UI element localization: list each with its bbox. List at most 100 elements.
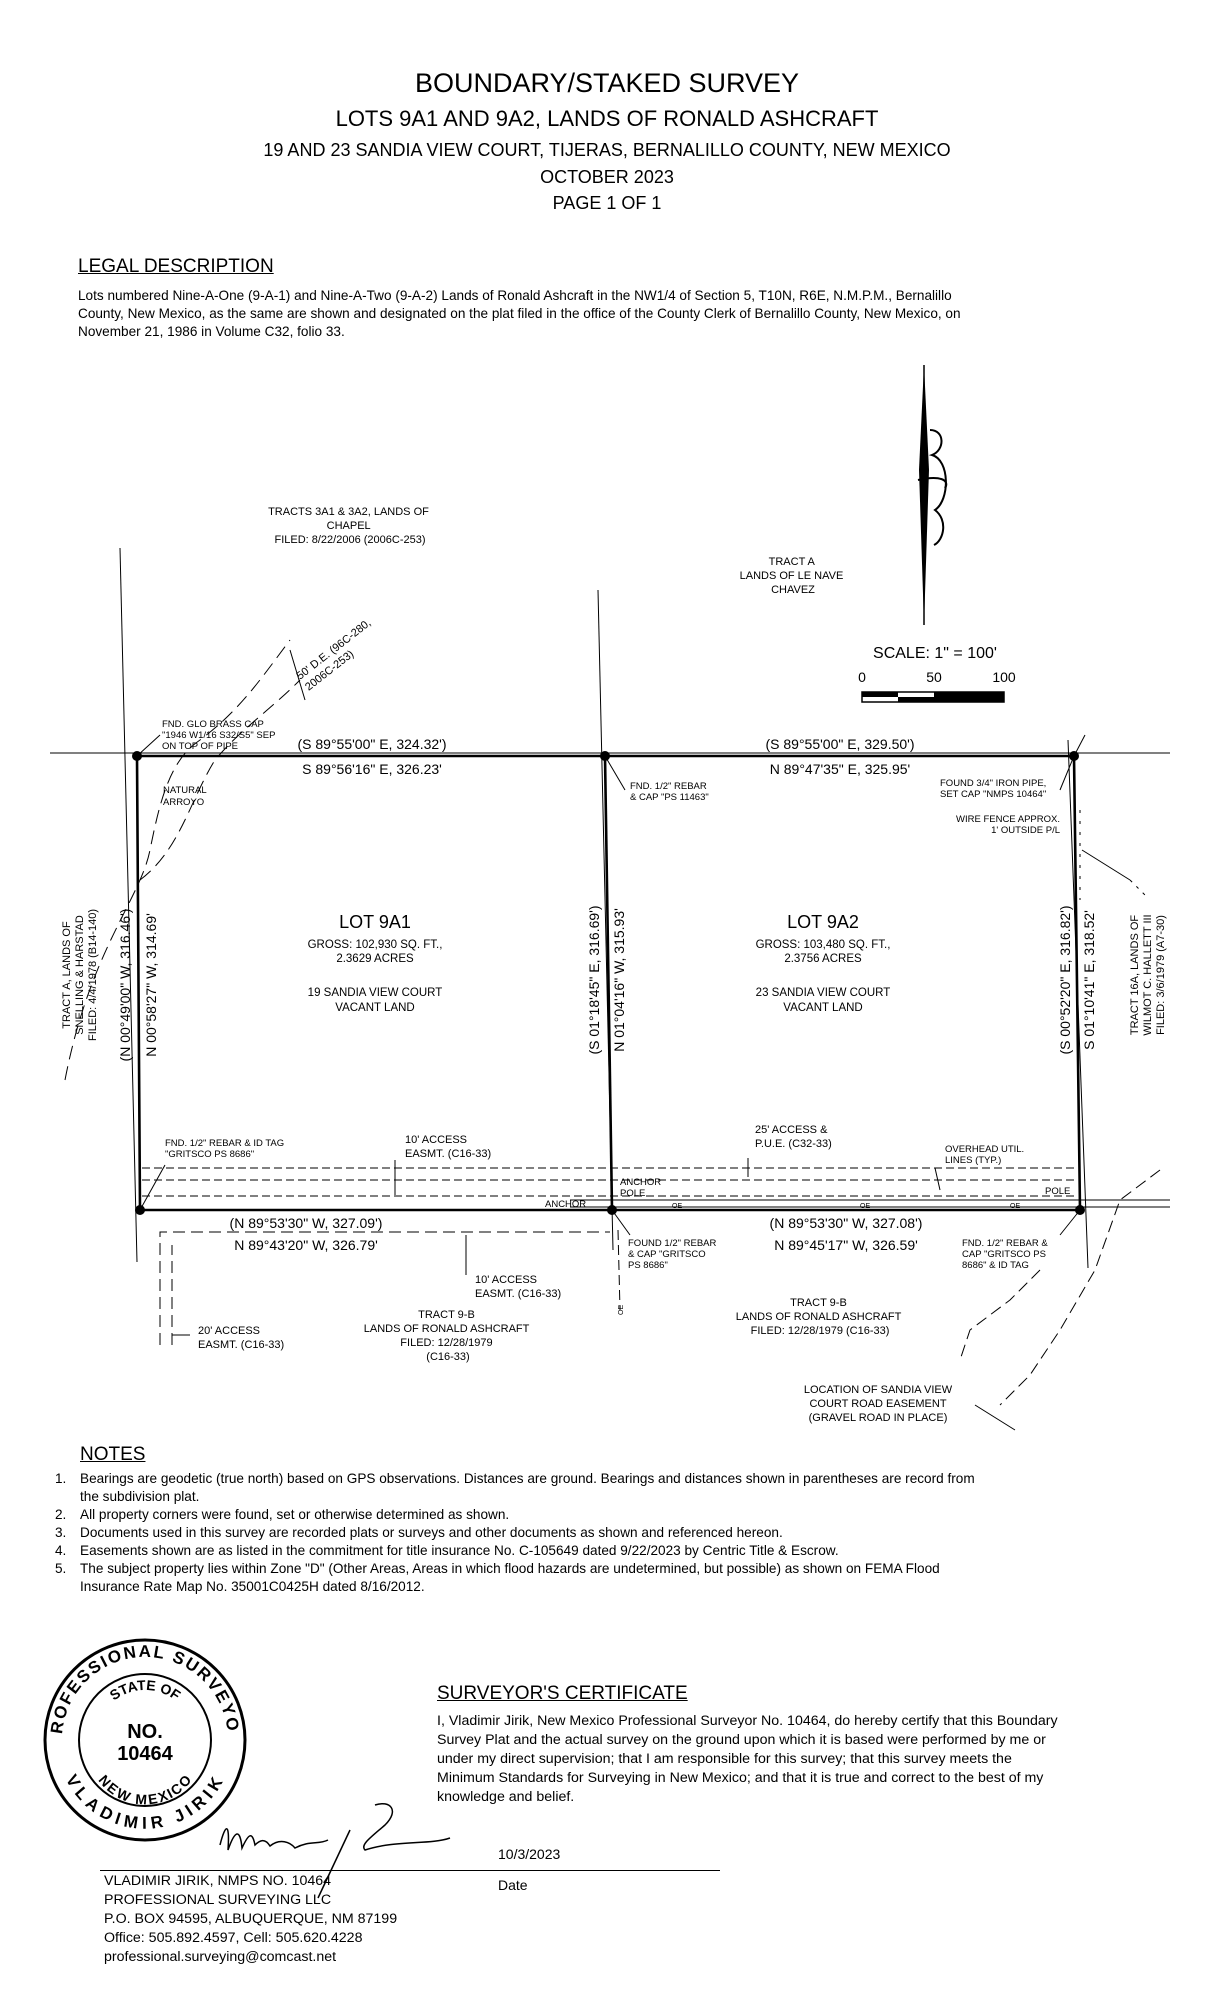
callout-wire-fence: WIRE FENCE APPROX.1' OUTSIDE P/L [956,814,1060,836]
svg-text:2.3629 ACRES: 2.3629 ACRES [336,953,414,965]
bearing-east: S 01°10'41" E, 318.52' [1081,910,1097,1050]
corner-markers [132,751,1085,1215]
scale-tick-50: 50 [926,669,942,685]
callout-overhead: OVERHEAD UTIL.LINES (TYP.) [945,1144,1024,1166]
corner-se [1075,1205,1085,1215]
scale-label: SCALE: 1" = 100' [873,645,997,662]
bearing-south-w-record: (N 89°53'30" W, 327.09') [230,1215,383,1231]
svg-text:LOT 9A2: LOT 9A2 [787,912,859,932]
callout-sw-corner: FND. 1/2" REBAR & ID TAG"GRITSCO PS 8686… [165,1138,284,1160]
legal-line: Lots numbered Nine-A-One (9-A-1) and Nin… [78,288,952,303]
note-item: 5.The subject property lies within Zone … [55,1561,940,1594]
adjoiner-south-right: TRACT 9-B LANDS OF RONALD ASHCRAFT FILED… [736,1297,905,1337]
lot-9a1: LOT 9A1 GROSS: 102,930 SQ. FT., 2.3629 A… [308,912,443,1014]
callout-pole: POLE [1045,1186,1070,1197]
note-item: 4.Easements shown are as listed in the c… [55,1543,839,1558]
north-arrow [917,365,948,625]
note-item: 2.All property corners were found, set o… [55,1507,510,1522]
survey-plat: SCALE: 1" = 100' 0 50 100 TRACTS 3A1 & 3… [50,365,1170,1431]
svg-text:GROSS: 102,930 SQ. FT.,: GROSS: 102,930 SQ. FT., [308,939,443,951]
callout-oe-2: OE [860,1203,870,1210]
svg-text:TRACT 16A, LANDS OFWILMOT C. H: TRACT 16A, LANDS OFWILMOT C. HALLETT III… [1129,914,1167,1035]
bearing-mid: N 01°04'16" W, 315.93' [611,908,627,1052]
callout-oe-1: OE [672,1203,682,1210]
svg-text:2.3756 ACRES: 2.3756 ACRES [784,953,862,965]
adjoiner-labels: TRACTS 3A1 & 3A2, LANDS OF CHAPEL FILED:… [61,506,1167,1363]
contact-email: professional.surveying@comcast.net [104,1949,337,1965]
survey-subtitle: LOTS 9A1 AND 9A2, LANDS OF RONALD ASHCRA… [335,106,879,131]
adjoiner-north-right: TRACT A LANDS OF LE NAVE CHAVEZ [740,556,847,596]
notes-heading: NOTES [80,1444,146,1465]
corner-nw [132,751,142,761]
legal-line: County, New Mexico, as the same are show… [78,306,961,321]
legal-line: November 21, 1986 in Volume C32, folio 3… [78,324,345,339]
signature-image [219,1803,451,1899]
callout-n-mid: FND. 1/2" REBAR& CAP "PS 11463" [630,781,709,803]
date-label: Date [498,1877,528,1893]
legal-description: Lots numbered Nine-A-One (9-A-1) and Nin… [78,287,1188,341]
bearing-north-w: S 89°56'16" E, 326.23' [302,761,442,777]
svg-text:VACANT LAND: VACANT LAND [783,1002,862,1014]
survey-location: 19 AND 23 SANDIA VIEW COURT, TIJERAS, BE… [263,140,951,160]
bearing-north-e: N 89°47'35" E, 325.95' [770,761,910,777]
survey-title: BOUNDARY/STAKED SURVEY [414,68,800,98]
callout-ne-corner: FOUND 3/4" IRON PIPE,SET CAP "NMPS 10464… [940,778,1046,800]
lot-9a2: LOT 9A2 GROSS: 103,480 SQ. FT., 2.3756 A… [756,912,891,1014]
callout-oe-3: OE [1010,1203,1020,1210]
page-number: PAGE 1 OF 1 [552,193,662,213]
bearing-west-record: (N 00°49'00" W, 316.46') [117,909,133,1062]
seal-no: NO. [127,1721,163,1743]
bearing-south-e-record: (N 89°53'30" W, 327.08') [770,1215,923,1231]
certificate-text: I, Vladimir Jirik, New Mexico Profession… [437,1713,1058,1805]
svg-text:23 SANDIA VIEW COURT: 23 SANDIA VIEW COURT [756,987,891,999]
note-item: 3.Documents used in this survey are reco… [55,1525,783,1540]
bearing-labels: (S 89°55'00" E, 324.32') S 89°56'16" E, … [117,736,1097,1253]
scale-tick-100: 100 [992,669,1016,685]
svg-text:TRACT A, LANDS OFSNELLING & HA: TRACT A, LANDS OFSNELLING & HARSTADFILED… [61,909,99,1041]
legal-heading: LEGAL DESCRIPTION [78,256,274,277]
seal-number: 10464 [117,1743,173,1765]
svg-text:VACANT LAND: VACANT LAND [335,1002,414,1014]
surveyor-seal: PROFESSIONAL SURVEYOR VLADIMIR JIRIK STA… [40,1635,247,1842]
svg-text:19 SANDIA VIEW COURT: 19 SANDIA VIEW COURT [308,987,443,999]
adjoiner-south-left: TRACT 9-B LANDS OF RONALD ASHCRAFT FILED… [364,1309,533,1363]
adjoiner-east: TRACT 16A, LANDS OFWILMOT C. HALLETT III… [1129,914,1167,1035]
bearing-south-e: N 89°45'17" W, 326.59' [774,1237,918,1253]
callout-oe-4: OE [618,1305,625,1315]
lot-labels: LOT 9A1 GROSS: 102,930 SQ. FT., 2.3629 A… [308,912,891,1014]
contact-name: VLADIMIR JIRIK, NMPS NO. 10464 [104,1873,332,1889]
contact-company: PROFESSIONAL SURVEYING LLC [104,1892,332,1908]
bearing-north-e-record: (S 89°55'00" E, 329.50') [765,736,914,752]
bearing-east-record: (S 00°52'20" E, 316.82') [1057,905,1073,1054]
plat-linework [50,547,1170,1431]
contact-address: P.O. BOX 94595, ALBUQUERQUE, NM 87199 [104,1911,398,1927]
survey-date: OCTOBER 2023 [540,167,674,187]
svg-text:LOT 9A1: LOT 9A1 [339,912,411,932]
corner-ne [1069,751,1079,761]
seal-inner-bottom: NEW MEXICO [96,1772,195,1808]
signature-line [100,1870,720,1871]
scale-tick-0: 0 [858,669,866,685]
certificate-heading: SURVEYOR'S CERTIFICATE [437,1683,688,1704]
svg-text:GROSS: 103,480 SQ. FT.,: GROSS: 103,480 SQ. FT., [756,939,891,951]
corner-s-mid [607,1205,617,1215]
corner-n-mid [600,751,610,761]
contact-block: VLADIMIR JIRIK, NMPS NO. 10464 PROFESSIO… [104,1872,397,1967]
callout-anchor: ANCHOR [545,1199,586,1210]
certificate-date: 10/3/2023 [498,1846,561,1862]
bearing-south-w: N 89°43'20" W, 326.79' [234,1237,378,1253]
callout-access25: 25' ACCESS &P.U.E. (C32-33) [755,1124,832,1150]
callout-nw-corner: FND. GLO BRASS CAP"1946 W1/16 S32/S5" SE… [162,719,275,752]
callout-de-easement: 50' D.E. (96C-280,2006C-253) [294,617,382,693]
note-item: 1.Bearings are geodetic (true north) bas… [55,1471,975,1504]
corner-sw [135,1205,145,1215]
notes-list: 1.Bearings are geodetic (true north) bas… [50,1470,1180,1596]
